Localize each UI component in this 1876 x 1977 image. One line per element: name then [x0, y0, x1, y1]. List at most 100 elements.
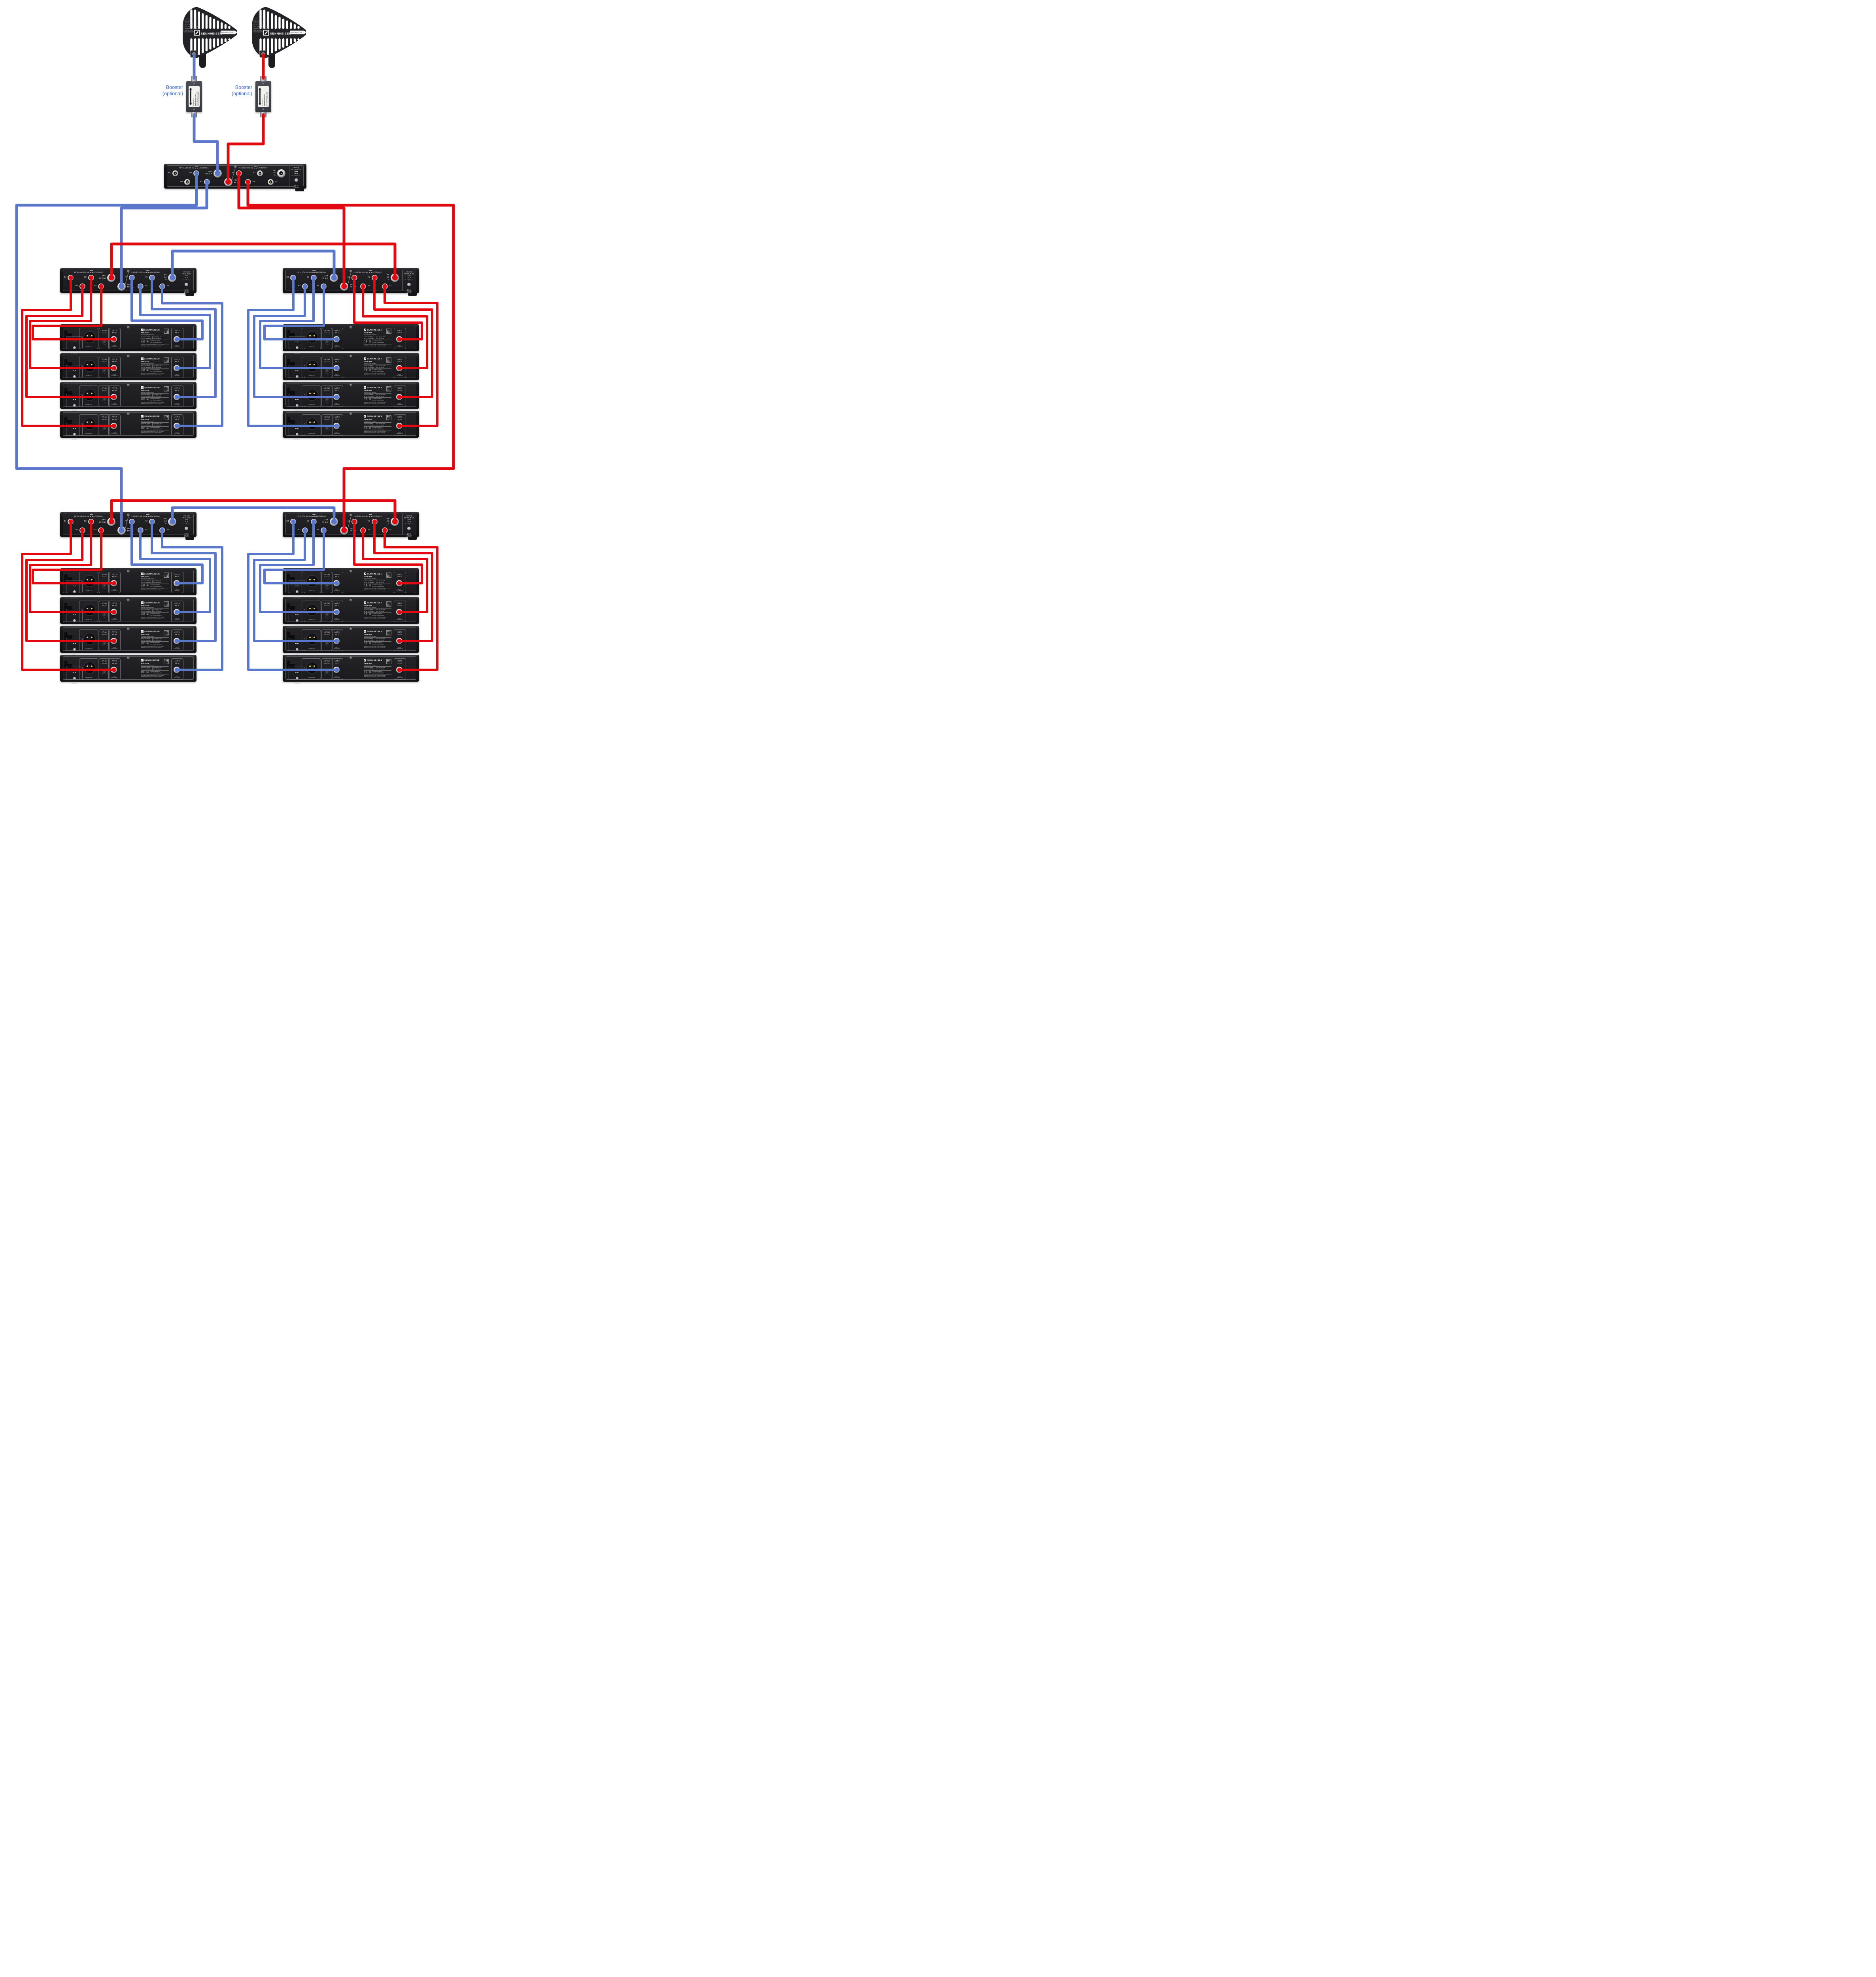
af-out-jack — [325, 641, 330, 646]
dc-in-label: DC in 12V/350mA — [294, 595, 300, 598]
dc-in-label: DC in 12V/5A — [406, 289, 412, 293]
qr-code — [164, 630, 169, 635]
dc-in-label: DC in 12V/350mA — [397, 373, 403, 377]
ant1-label: ANT 1 RF in — [397, 416, 402, 420]
bnc-ant1 — [174, 336, 180, 342]
bnc-port-B1 — [98, 527, 104, 533]
psu-note: use only NT 12-35 CS — [181, 271, 192, 275]
dc-in-label: DC in 12V/350mA — [111, 588, 118, 592]
qr-code — [386, 357, 391, 363]
svg-text:ADP UHF: ADP UHF — [254, 21, 259, 22]
xlr-out-box: +18dBu max — [302, 414, 321, 436]
sennheiser-logo-icon — [141, 386, 144, 389]
dc-in-label: DC in 12V/350mA — [334, 646, 340, 650]
qr-code — [164, 357, 169, 363]
ant1-label: ANT 1 RF in — [397, 329, 402, 334]
dc-in-label: DC in 12V/350mA — [174, 344, 180, 348]
qr-code — [386, 659, 391, 664]
polarity-icon: + −⊙− − — [405, 522, 414, 525]
booster-screw-icon — [193, 108, 195, 111]
dc-in-label: DC in 12V/350mA — [294, 652, 300, 656]
splitter-section-a-label: A 1/2/3/4: DC out 12V/500mA — [353, 514, 382, 518]
xlr-note: +18dBu max — [308, 433, 315, 435]
ant2-label: ANT 2 RF in — [111, 358, 117, 363]
sennheiser-logo-icon — [364, 659, 366, 662]
receiver-model: EW-D EM — [141, 633, 149, 635]
xlr-note: +18dBu max — [85, 677, 92, 679]
dc-in-label: DC in 12V/350mA — [397, 617, 403, 621]
port-label-ANTA: ANT RF in A — [127, 528, 134, 532]
bnc-port-A3 — [245, 179, 251, 185]
bnc-ant1 — [396, 638, 402, 644]
port-label-A1: A1 — [166, 285, 169, 287]
port-label-A3: A3 — [145, 529, 147, 531]
bnc-port-ANTA — [340, 282, 348, 291]
sennheiser-logo-icon — [364, 415, 366, 418]
port-label-A4: A4 — [232, 172, 234, 174]
bnc-ant1 — [174, 365, 180, 371]
port-label-ANTA: ANT RF in A — [350, 528, 356, 532]
xlr-out-box: +18dBu max — [302, 658, 321, 680]
ant2-label: ANT 2 RF in — [111, 329, 117, 334]
bnc-port-A1 — [267, 179, 274, 185]
af-out-jack — [102, 397, 108, 403]
qr-code — [164, 329, 169, 334]
dc-in-jack — [73, 648, 76, 651]
xlr-out-box: +18dBu max — [79, 414, 98, 436]
dc-in-label: DC in 12V/350mA — [174, 646, 180, 650]
dc-in-label: DC in 12V/350mA — [294, 681, 300, 684]
port-label-A1: A1 — [275, 181, 278, 183]
svg-text:Opening Angle: typ. 100°: Opening Angle: typ. 100° — [254, 28, 267, 29]
booster-screw-icon — [193, 83, 195, 85]
dc-in-label: DC in 12V/350mA — [71, 595, 77, 598]
ant2-label: ANT 2 RF in — [111, 573, 117, 578]
qr-code — [164, 573, 169, 578]
ant1-label: ANT 1 RF in — [397, 631, 402, 635]
ant2-label: ANT 2 RF in — [334, 602, 340, 607]
bnc-port-RFOUT — [391, 517, 399, 526]
dc-in-label: DC in 12V/350mA — [174, 373, 180, 377]
dc-in-label: DC in 12V/350mA — [111, 344, 118, 348]
port-label-B1: B1 — [94, 529, 97, 531]
dc-in-jack — [73, 346, 76, 349]
qr-code — [386, 329, 391, 334]
xlr-out-box: +18dBu max — [302, 386, 321, 407]
dc-in-jack — [295, 677, 298, 680]
af-out-jack — [325, 670, 330, 675]
splitter-power-block: use only NT 12-35 CS+ −⊙− −DC in 12V/5A — [402, 270, 416, 293]
screw-icon — [350, 355, 352, 357]
polarity-icon: + −⊙− − — [292, 174, 300, 176]
bnc-port-ANTA — [340, 526, 348, 535]
xlr-connector — [83, 604, 96, 616]
xlr-note: +18dBu max — [85, 648, 92, 650]
svg-text:MAIN DIRECTION: MAIN DIRECTION — [291, 32, 302, 34]
dc-in-jack — [295, 404, 298, 407]
screw-icon — [127, 570, 130, 573]
ant1-label: ANT 1 RF in — [397, 602, 402, 607]
svg-text:Art. No.: 508863: Art. No.: 508863 — [254, 24, 263, 26]
xlr-connector — [306, 575, 318, 587]
bnc-port-A3 — [137, 527, 144, 533]
bnc-ant1 — [396, 580, 402, 586]
xlr-out-box: +18dBu max — [79, 629, 98, 651]
dc-in-label: DC in 12V/350mA — [174, 588, 180, 592]
af-out-jack — [102, 641, 108, 646]
dc-in-jack — [73, 619, 76, 622]
bnc-ant1 — [174, 609, 180, 615]
sennheiser-logo-icon — [141, 415, 144, 418]
ant1-label: ANT 1 RF in — [397, 573, 402, 578]
ant2-label: ANT 2 RF in — [334, 358, 340, 363]
port-label-ANTB: ANT RF in B — [99, 275, 106, 280]
xlr-note: +18dBu max — [85, 590, 92, 592]
splitter-power-block: use only NT 12-35 CS+ −⊙− −DC in 12V/5A — [289, 166, 303, 189]
sennheiser-logo-icon — [141, 357, 144, 360]
sennheiser-logo-icon — [141, 329, 144, 331]
